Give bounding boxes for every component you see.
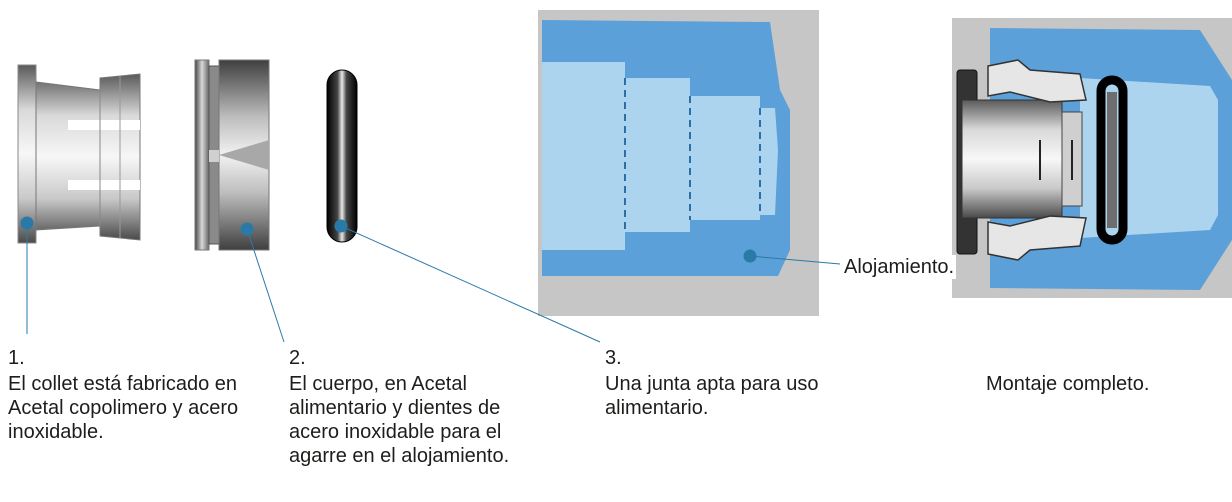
housing-section [538,10,819,316]
part-2-caption: 2. El cuerpo, en Acetal alimentario y di… [289,346,529,468]
part-1-description: El collet está fabricado en Acetal copol… [8,373,239,443]
part-3-caption: 3. Una junta apta para uso alimentario. [605,346,845,420]
part-1-number: 1. [8,347,25,369]
assembly-body-top [987,59,1087,103]
body-flange [194,59,210,251]
collet-flange [17,64,37,244]
oring-part [326,69,358,243]
assembly-oring [1096,75,1128,245]
callout-line-housing [749,255,841,265]
callout-line-3 [340,225,601,343]
collet-slot-bottom [68,180,140,190]
housing-label: Alojamiento. [842,255,957,279]
body-bevel [219,140,269,170]
body-part [194,59,270,251]
part-1-caption: 1. El collet está fabricado en Acetal co… [8,346,263,444]
callout-dot-housing [743,249,757,263]
collet-slot-top [68,120,140,130]
part-3-number: 3. [605,347,622,369]
collet-part [17,64,141,244]
assembly-body-bottom [987,215,1087,261]
assembly-caption: Montaje completo. [986,373,1150,395]
callout-line-2 [246,228,285,343]
housing-bore [542,62,778,250]
assembly-collet [961,99,1063,219]
assembly-section [952,18,1232,298]
callout-lines [20,216,841,343]
part-2-description: El cuerpo, en Acetal alimentario y dient… [289,373,510,467]
collet-body [35,73,141,241]
part-2-number: 2. [289,347,306,369]
part-3-description: Una junta apta para uso alimentario. [605,373,819,419]
